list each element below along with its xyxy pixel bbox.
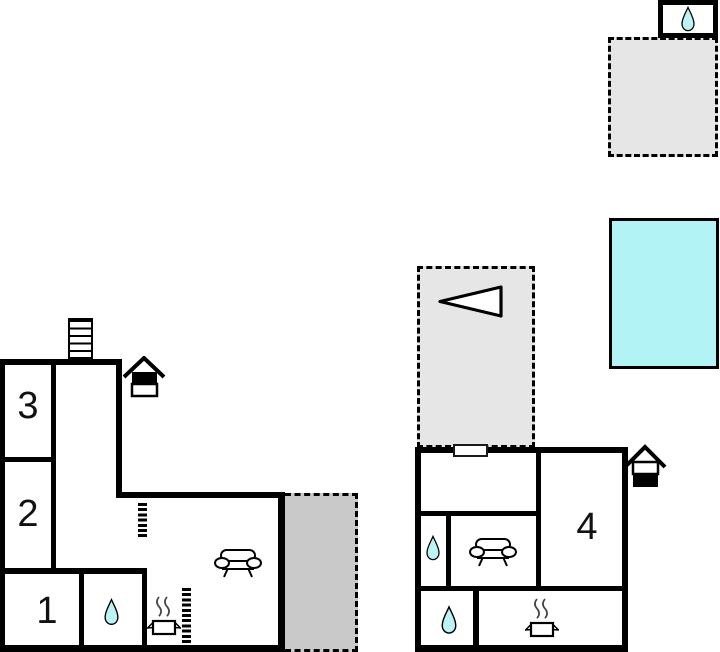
wall-segment bbox=[0, 359, 122, 365]
dashed-garage-area bbox=[285, 493, 358, 652]
annex-house-icon bbox=[623, 444, 667, 487]
wall-segment bbox=[0, 568, 147, 574]
wall-segment bbox=[116, 359, 122, 498]
dashed-steps-icon bbox=[138, 503, 147, 538]
wall-segment bbox=[51, 365, 56, 574]
wall-segment bbox=[421, 586, 622, 591]
cooking-pot-icon bbox=[525, 598, 559, 638]
room-label-1: 1 bbox=[36, 590, 58, 632]
sofa-icon bbox=[469, 538, 517, 567]
annex-house-icon bbox=[122, 356, 166, 398]
cooking-pot-icon bbox=[147, 596, 181, 636]
water-drop-icon bbox=[426, 534, 440, 561]
water-drop-icon bbox=[104, 597, 119, 626]
wall-segment bbox=[536, 453, 541, 590]
wall-segment bbox=[116, 492, 285, 498]
dashed-steps-icon bbox=[182, 588, 191, 650]
wall-segment bbox=[0, 457, 56, 462]
wall-segment bbox=[446, 511, 451, 590]
entrance-door bbox=[453, 444, 488, 457]
stairs-icon bbox=[68, 318, 93, 359]
pennant-icon bbox=[438, 285, 503, 318]
swimming-pool bbox=[609, 218, 719, 369]
outbuilding-bathroom-box bbox=[658, 0, 718, 38]
water-drop-icon bbox=[681, 6, 695, 32]
room-label-4: 4 bbox=[576, 506, 598, 548]
wall-segment bbox=[415, 447, 421, 652]
water-drop-icon bbox=[441, 605, 457, 634]
wall-segment bbox=[278, 492, 285, 652]
wall-segment bbox=[415, 447, 628, 453]
wall-segment bbox=[79, 568, 84, 652]
room-label-2: 2 bbox=[17, 493, 39, 535]
room-label-3: 3 bbox=[17, 385, 39, 427]
wall-segment bbox=[142, 568, 147, 652]
wall-segment bbox=[0, 359, 5, 652]
sofa-icon bbox=[214, 549, 262, 578]
wall-segment bbox=[473, 591, 479, 645]
dashed-outdoor-area-top bbox=[608, 37, 718, 157]
wall-segment bbox=[421, 511, 541, 516]
wall-segment bbox=[415, 645, 628, 652]
wall-segment bbox=[622, 447, 628, 652]
